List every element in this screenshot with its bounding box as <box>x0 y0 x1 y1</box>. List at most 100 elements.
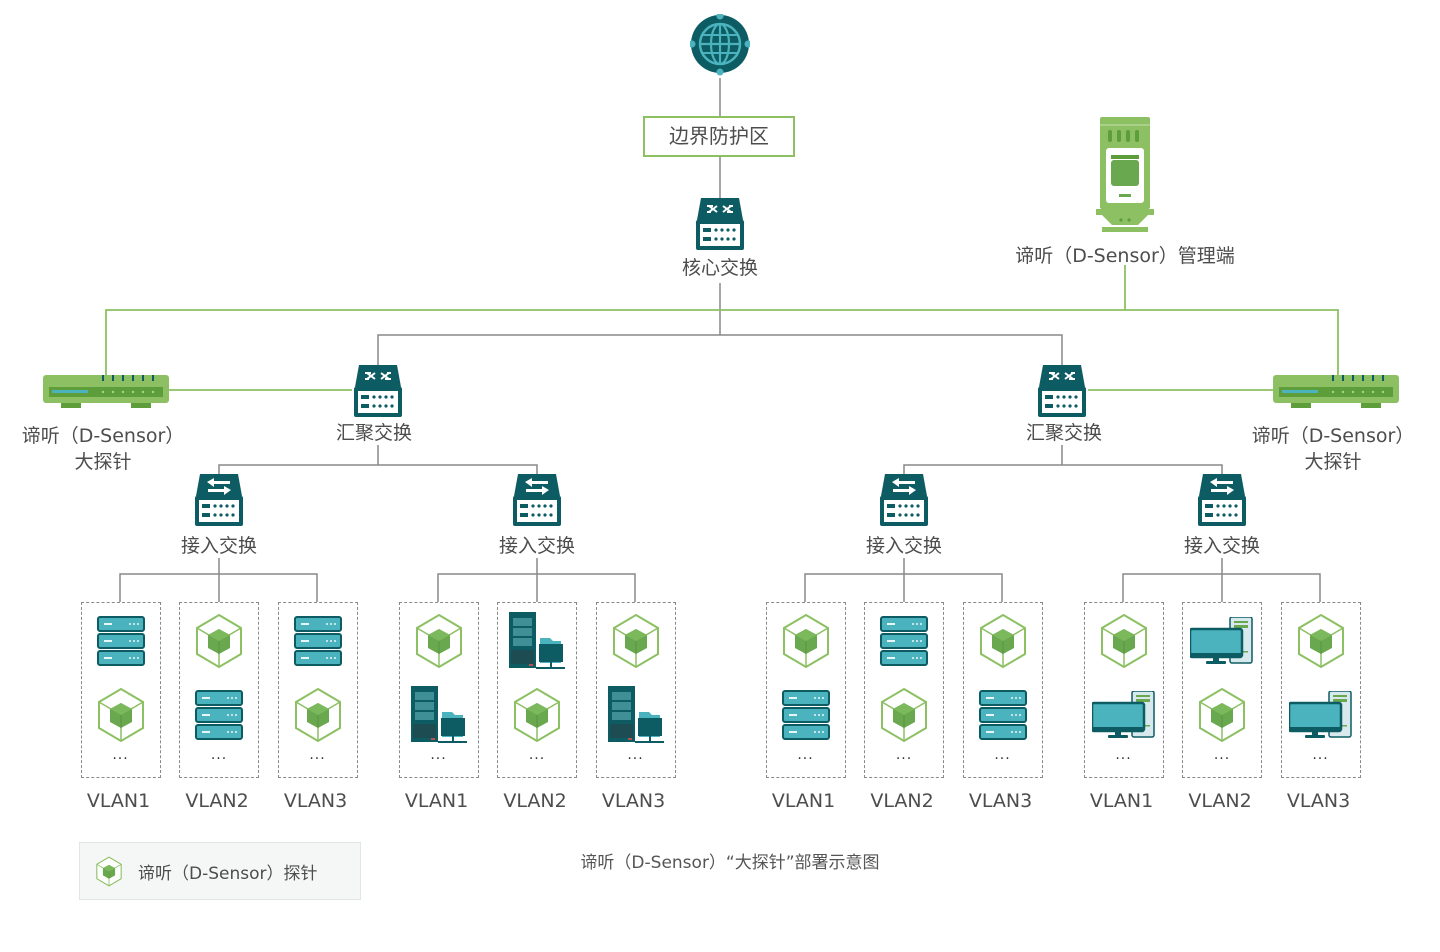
access-switch-3-label: 接入交换 <box>865 535 943 557</box>
big-probe-left-label-line2: 大探针 <box>74 451 132 473</box>
legend: 谛听（D-Sensor）探针 <box>79 842 361 900</box>
probe-cube-icon <box>611 613 661 669</box>
core-switch-label: 核心交换 <box>681 257 759 279</box>
server-rack-icon <box>97 616 145 666</box>
aggregation-switch-right-label: 汇聚交换 <box>1025 422 1103 444</box>
globe-icon <box>688 12 752 76</box>
storage-server-icon <box>411 686 467 744</box>
vlan-box: ... <box>1280 602 1361 778</box>
internet-node <box>688 12 752 80</box>
big-probe-left-label-line1: 谛听（D-Sensor） <box>21 425 185 447</box>
big-probe-right-label: 谛听（D-Sensor） 大探针 <box>1252 423 1415 475</box>
access-switch-4 <box>1197 474 1247 530</box>
big-probe-left <box>43 375 169 413</box>
probe-cube-icon <box>1099 613 1149 669</box>
aggregation-switch-right <box>1037 365 1087 421</box>
legend-label: 谛听（D-Sensor）探针 <box>138 864 318 884</box>
link-access-vlans <box>119 558 1321 602</box>
probe-appliance-icon <box>43 375 169 409</box>
access-switch-icon <box>1197 474 1247 526</box>
more-devices-ellipsis: ... <box>895 747 913 763</box>
more-devices-ellipsis: ... <box>528 747 546 763</box>
probe-cube-icon <box>1296 613 1346 669</box>
vlan-label: VLAN2 <box>1188 790 1252 812</box>
more-devices-ellipsis: ... <box>210 747 228 763</box>
link-agg-access-left <box>218 464 538 475</box>
probe-cube-icon <box>781 613 831 669</box>
link-management-bus <box>105 309 1339 375</box>
access-switch-1-label: 接入交换 <box>180 535 258 557</box>
more-devices-ellipsis: ... <box>627 747 644 763</box>
big-probe-right <box>1273 375 1399 413</box>
vlan-label: VLAN3 <box>283 790 348 812</box>
management-server-icon <box>1096 117 1154 232</box>
probe-cube-icon <box>194 613 244 669</box>
probe-cube-icon <box>96 687 146 743</box>
access-switch-1 <box>194 474 244 530</box>
more-devices-ellipsis: ... <box>1115 747 1132 763</box>
vlan-box: ... <box>179 602 259 778</box>
probe-cube-icon <box>512 687 562 743</box>
link-core-aggregation <box>377 334 1063 365</box>
desktop-pc-icon <box>1092 691 1156 739</box>
access-switch-4-label: 接入交换 <box>1183 535 1261 557</box>
access-switch-2-label: 接入交换 <box>498 535 576 557</box>
big-probe-left-label: 谛听（D-Sensor） 大探针 <box>22 423 185 475</box>
vlan-box: ... <box>864 602 944 778</box>
more-devices-ellipsis: ... <box>797 747 814 763</box>
probe-cube-icon <box>978 613 1028 669</box>
vlan-box: ... <box>277 602 358 778</box>
probe-cube-icon <box>414 613 464 669</box>
access-switch-icon <box>512 474 562 526</box>
vlan-box: ... <box>595 602 676 778</box>
vlan-box: ... <box>398 602 479 778</box>
server-rack-icon <box>294 616 342 666</box>
vlan-box: ... <box>1083 602 1164 778</box>
probe-cube-icon <box>293 687 343 743</box>
link-agg-access-right <box>903 464 1223 475</box>
access-switch-icon <box>879 474 929 526</box>
aggregation-switch-icon <box>353 365 403 417</box>
boundary-protection-zone: 边界防护区 <box>643 116 795 157</box>
vlan-label: VLAN1 <box>86 790 151 812</box>
vlan-label: VLAN1 <box>1089 790 1154 812</box>
vlan-label: VLAN2 <box>870 790 934 812</box>
probe-cube-icon <box>95 856 123 887</box>
management-server <box>1096 117 1154 237</box>
vlan-label: VLAN2 <box>185 790 249 812</box>
access-switch-3 <box>879 474 929 530</box>
diagram-caption: 谛听（D-Sensor）“大探针”部署示意图 <box>580 853 880 873</box>
access-switch-icon <box>194 474 244 526</box>
desktop-pc-icon <box>1190 617 1254 665</box>
vlan-label: VLAN1 <box>771 790 836 812</box>
vlan-box: ... <box>80 602 161 778</box>
more-devices-ellipsis: ... <box>994 747 1011 763</box>
vlan-label: VLAN3 <box>601 790 666 812</box>
more-devices-ellipsis: ... <box>309 747 326 763</box>
vlan-label: VLAN1 <box>404 790 469 812</box>
desktop-pc-icon <box>1289 691 1353 739</box>
probe-appliance-icon <box>1273 375 1399 409</box>
core-switch-icon <box>695 198 745 250</box>
more-devices-ellipsis: ... <box>430 747 447 763</box>
server-rack-icon <box>782 690 830 740</box>
core-switch <box>695 198 745 254</box>
vlan-box: ... <box>1182 602 1262 778</box>
vlan-label: VLAN3 <box>968 790 1033 812</box>
more-devices-ellipsis: ... <box>1312 747 1329 763</box>
vlan-label: VLAN2 <box>503 790 567 812</box>
more-devices-ellipsis: ... <box>112 747 129 763</box>
access-switch-2 <box>512 474 562 530</box>
vlan-box: ... <box>765 602 846 778</box>
storage-server-icon <box>509 612 565 670</box>
more-devices-ellipsis: ... <box>1213 747 1231 763</box>
server-rack-icon <box>880 616 928 666</box>
vlan-box: ... <box>962 602 1043 778</box>
aggregation-switch-icon <box>1037 365 1087 417</box>
probe-cube-icon <box>1197 687 1247 743</box>
server-rack-icon <box>979 690 1027 740</box>
probe-cube-icon <box>879 687 929 743</box>
server-rack-icon <box>195 690 243 740</box>
aggregation-switch-left-label: 汇聚交换 <box>335 422 413 444</box>
